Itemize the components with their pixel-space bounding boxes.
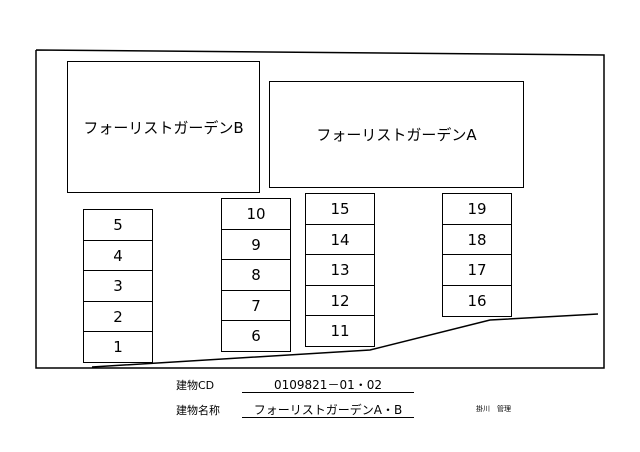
building-name-label: 建物名称 — [176, 404, 220, 417]
parking-space: 1 — [83, 331, 153, 363]
parking-space: 17 — [442, 254, 512, 286]
building-code-label: 建物CD — [176, 379, 215, 392]
building-b-label: フォーリストガーデンB — [83, 118, 244, 137]
parking-space: 13 — [305, 254, 375, 286]
parking-space: 5 — [83, 209, 153, 241]
parking-space: 18 — [442, 223, 512, 256]
parking-space: 11 — [305, 315, 375, 347]
parking-column-1: 5 4 3 2 1 — [83, 209, 153, 363]
parking-space: 4 — [83, 239, 153, 272]
parking-space: 8 — [221, 259, 291, 291]
slope-line — [91, 313, 599, 368]
parking-space: 10 — [221, 198, 291, 230]
building-a: フォーリストガーデンA — [269, 81, 524, 188]
building-b: フォーリストガーデンB — [67, 61, 260, 193]
parking-space: 2 — [83, 300, 153, 333]
parking-space: 16 — [442, 284, 512, 317]
parking-column-3: 15 14 13 12 11 — [305, 193, 375, 347]
parking-column-4: 19 18 17 16 — [442, 193, 512, 317]
building-a-label: フォーリストガーデンA — [316, 126, 477, 144]
building-name-value: フォーリストガーデンA・B — [253, 403, 403, 417]
parking-column-2: 10 9 8 7 6 — [221, 198, 291, 352]
manager-note: 掛川 管理 — [476, 405, 511, 413]
parking-space: 12 — [305, 284, 375, 317]
building-code-value: 0109821－01・02 — [274, 378, 382, 392]
parking-space: 7 — [221, 289, 291, 322]
parking-space: 6 — [221, 320, 291, 352]
site-boundary — [35, 49, 605, 369]
parking-space: 15 — [305, 193, 375, 225]
parking-space: 9 — [221, 228, 291, 261]
building-name-underline — [242, 417, 414, 418]
building-code-underline — [242, 392, 414, 393]
parking-space: 19 — [442, 193, 512, 225]
parking-space: 14 — [305, 223, 375, 256]
parking-space: 3 — [83, 270, 153, 302]
